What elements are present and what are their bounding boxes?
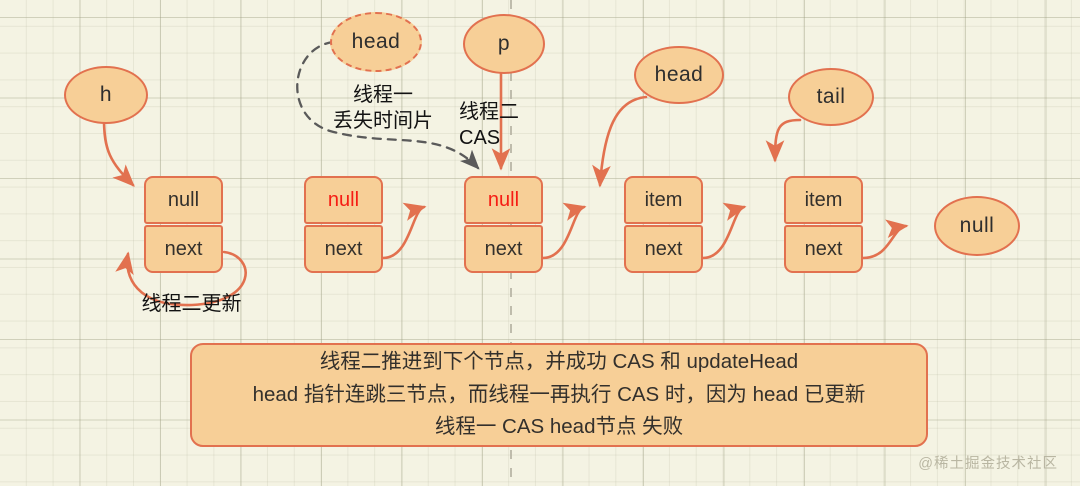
node-next-label: next bbox=[164, 237, 203, 260]
caption-line-2: head 指针连跳三节点，而线程一再执行 CAS 时，因为 head 已更新 bbox=[252, 382, 866, 406]
node-next-cell: next bbox=[464, 225, 543, 273]
wire-head-to-node4 bbox=[592, 95, 648, 188]
node-value-label: null bbox=[167, 188, 200, 211]
bubble-p-label: p bbox=[497, 32, 511, 55]
annotation-thread-one: 线程一 丢失时间片 bbox=[333, 84, 433, 132]
node-next-label: next bbox=[644, 237, 683, 260]
wire-node1-self-loop bbox=[115, 250, 247, 307]
bubble-head-new[interactable]: head bbox=[634, 46, 724, 104]
bubble-head-lost[interactable]: head bbox=[330, 12, 422, 72]
caption-line-3: 线程一 CAS head节点 失败 bbox=[434, 415, 684, 439]
annotation-thread-two-cas: 线程二 CAS bbox=[459, 101, 519, 149]
bubble-h[interactable]: h bbox=[64, 66, 148, 124]
wire-node5-to-null bbox=[861, 219, 909, 260]
bubble-null-end-label: null bbox=[959, 214, 995, 237]
wire-node3-to-node4 bbox=[541, 202, 587, 260]
bubble-h-label: h bbox=[99, 83, 113, 106]
bubble-head-lost-label: head bbox=[351, 30, 401, 53]
list-node-1[interactable]: null next bbox=[144, 176, 223, 273]
node-next-cell: next bbox=[624, 225, 703, 273]
node-value-label: item bbox=[644, 188, 683, 211]
watermark: @稀土掘金技术社区 bbox=[918, 456, 1058, 472]
node-value-label: null bbox=[487, 188, 520, 211]
wire-node4-to-node5 bbox=[701, 202, 747, 260]
list-node-4[interactable]: item next bbox=[624, 176, 703, 273]
wire-node2-to-node3 bbox=[381, 202, 427, 260]
wire-tail-to-node5 bbox=[765, 118, 802, 163]
list-node-5[interactable]: item next bbox=[784, 176, 863, 273]
list-node-2[interactable]: null next bbox=[304, 176, 383, 273]
annotation-thread-two-update: 线程二更新 bbox=[141, 293, 242, 315]
node-value-cell: item bbox=[784, 176, 863, 224]
node-next-label: next bbox=[324, 237, 363, 260]
node-value-label: item bbox=[804, 188, 843, 211]
node-next-cell: next bbox=[784, 225, 863, 273]
bubble-head-new-label: head bbox=[654, 63, 704, 86]
node-next-label: next bbox=[804, 237, 843, 260]
explanation-caption: 线程二推进到下个节点，并成功 CAS 和 updateHead head 指针连… bbox=[190, 343, 928, 447]
bubble-tail-label: tail bbox=[816, 85, 846, 108]
node-value-cell: null bbox=[144, 176, 223, 224]
node-value-label: null bbox=[327, 188, 360, 211]
node-next-label: next bbox=[484, 237, 523, 260]
wire-head-lost-to-node3 bbox=[296, 40, 480, 170]
list-node-3[interactable]: null next bbox=[464, 176, 543, 273]
wire-h-to-node1 bbox=[102, 117, 135, 187]
node-value-cell: item bbox=[624, 176, 703, 224]
bubble-tail[interactable]: tail bbox=[788, 68, 874, 126]
caption-line-1: 线程二推进到下个节点，并成功 CAS 和 updateHead bbox=[319, 350, 799, 374]
node-next-cell: next bbox=[304, 225, 383, 273]
node-value-cell: null bbox=[464, 176, 543, 224]
bubble-null-end[interactable]: null bbox=[934, 196, 1020, 256]
node-next-cell: next bbox=[144, 225, 223, 273]
bubble-p[interactable]: p bbox=[463, 14, 545, 74]
node-value-cell: null bbox=[304, 176, 383, 224]
